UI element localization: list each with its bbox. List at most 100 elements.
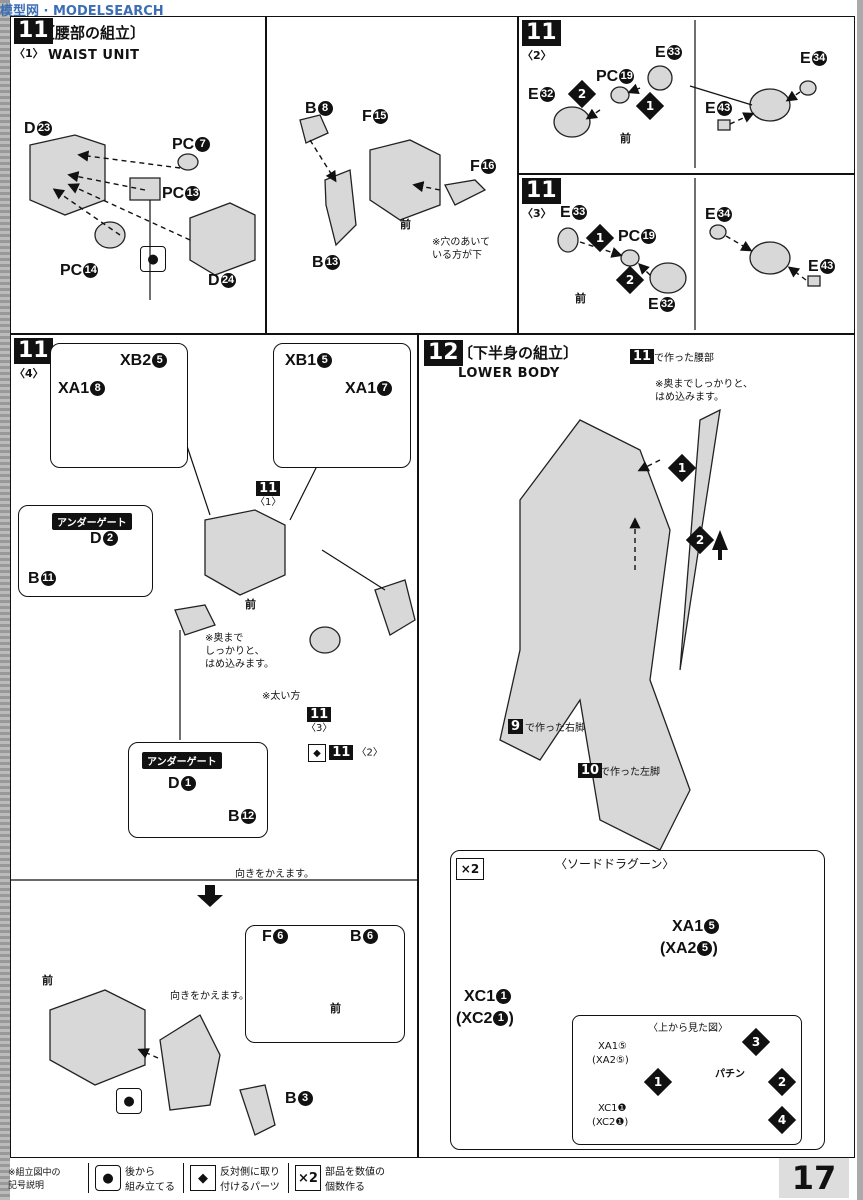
step-marker-1: 1 xyxy=(635,91,665,121)
part-e34b xyxy=(709,224,727,240)
step-number: 12 xyxy=(424,340,463,366)
page-number: 17 xyxy=(779,1158,849,1198)
step-marker-tv-4: 4 xyxy=(767,1105,797,1135)
step-number: 11 xyxy=(522,20,561,46)
step-12-title-en: LOWER BODY xyxy=(458,366,560,381)
legend-item-label: 部品を数値の 個数作る xyxy=(325,1167,385,1193)
part-waist-rear xyxy=(49,989,146,1086)
part-e33b xyxy=(557,227,579,253)
ref-number: 11 xyxy=(329,744,354,760)
note-right-leg: で作った右脚 xyxy=(525,723,585,734)
legend-item-label: 後から 組み立てる xyxy=(125,1167,175,1193)
ref-badge-9: 9 xyxy=(508,719,524,734)
right-edge-strip xyxy=(857,0,863,1200)
legend-item-opposite-side: ◆ 反対側に取り 付けるパーツ xyxy=(183,1163,280,1193)
step-sub: 〈1〉 xyxy=(14,47,44,60)
ref-badge-11-2: ◆ 11 〈2〉 xyxy=(308,744,383,762)
note-left-leg: で作った左脚 xyxy=(600,767,660,778)
step-11-2-badge: 11 〈2〉 xyxy=(522,20,561,63)
under-gate-label-1: アンダーゲート xyxy=(52,513,132,530)
step-sub: 〈3〉 xyxy=(522,207,552,220)
step-sub: 〈2〉 xyxy=(522,49,552,62)
turn-arrow xyxy=(197,885,223,907)
front-label-4: 前 xyxy=(245,598,256,611)
symbol-legend: ※組立図中の 記号説明 ● 後から 組み立てる ◆ 反対側に取り 付けるパーツ … xyxy=(8,1160,768,1196)
part-e-joint xyxy=(749,88,791,122)
step-marker-2: 2 xyxy=(567,79,597,109)
legend-item-label: 反対側に取り 付けるパーツ xyxy=(220,1167,280,1193)
front-label-1: 前 xyxy=(400,218,411,231)
step-number: 11 xyxy=(14,338,53,364)
legend-item-assemble-later: ● 後から 組み立てる xyxy=(88,1163,175,1193)
ref-sub: 〈3〉 xyxy=(306,723,333,734)
callout-xb1-xa1 xyxy=(273,343,411,468)
step-11-3-badge: 11 〈3〉 xyxy=(522,178,561,221)
part-b8 xyxy=(299,114,329,144)
note-turn-2: 向きをかえます。 xyxy=(170,991,249,1002)
step-11-1-title-en: WAIST UNIT xyxy=(48,48,140,63)
part-joint-peg xyxy=(309,626,341,654)
note-thick: ※太い方 xyxy=(262,691,301,702)
part-e43b xyxy=(807,275,821,287)
part-f16 xyxy=(444,179,487,206)
step-marker-2b: 2 xyxy=(615,265,645,295)
part-pc14 xyxy=(94,221,126,249)
note-small-b: (XA2⑤) xyxy=(592,1055,629,1066)
part-pc7 xyxy=(177,153,199,171)
ref-badge-10: 10 xyxy=(578,763,603,778)
step-marker-12-2: 2 xyxy=(685,525,715,555)
x2-badge: ×2 xyxy=(456,858,484,880)
part-e32 xyxy=(553,106,591,138)
part-d23 xyxy=(29,134,106,216)
callout-rear-parts xyxy=(245,925,405,1043)
part-waist-assembled xyxy=(204,509,286,596)
step-marker-tv-2: 2 xyxy=(767,1067,797,1097)
note-hole-down: ※穴のあいて いる方が下 xyxy=(432,237,491,261)
ref-badge-11-waist: 11 xyxy=(630,349,655,364)
step-number: 11 xyxy=(522,178,561,204)
step-11-1-badge: 11 〈1〉 xyxy=(14,18,53,61)
part-pc13 xyxy=(129,177,161,201)
assemble-later-legend-icon: ● xyxy=(95,1165,121,1191)
note-small-c: XC1❶ xyxy=(598,1103,627,1114)
arrow-2 xyxy=(712,530,728,560)
step-11-4-badge: 11 〈4〉 xyxy=(14,338,53,381)
part-b13 xyxy=(324,169,357,247)
note-waist-made: で作った腰部 xyxy=(654,353,714,364)
note-snap: パチン xyxy=(715,1069,745,1080)
part-rear-skirt xyxy=(159,1014,221,1111)
note-small-a: XA1⑤ xyxy=(598,1041,628,1052)
front-label-6: 前 xyxy=(330,1002,341,1015)
step-marker-12-1: 1 xyxy=(667,453,697,483)
ref-number: 11 xyxy=(630,349,655,364)
step-11-2-frame xyxy=(518,16,855,174)
legend-title: ※組立図中の 記号説明 xyxy=(8,1168,61,1191)
step-11-3-frame xyxy=(518,174,855,334)
x2-legend-icon: ×2 xyxy=(295,1165,321,1191)
assemble-later-icon: ● xyxy=(140,246,166,272)
